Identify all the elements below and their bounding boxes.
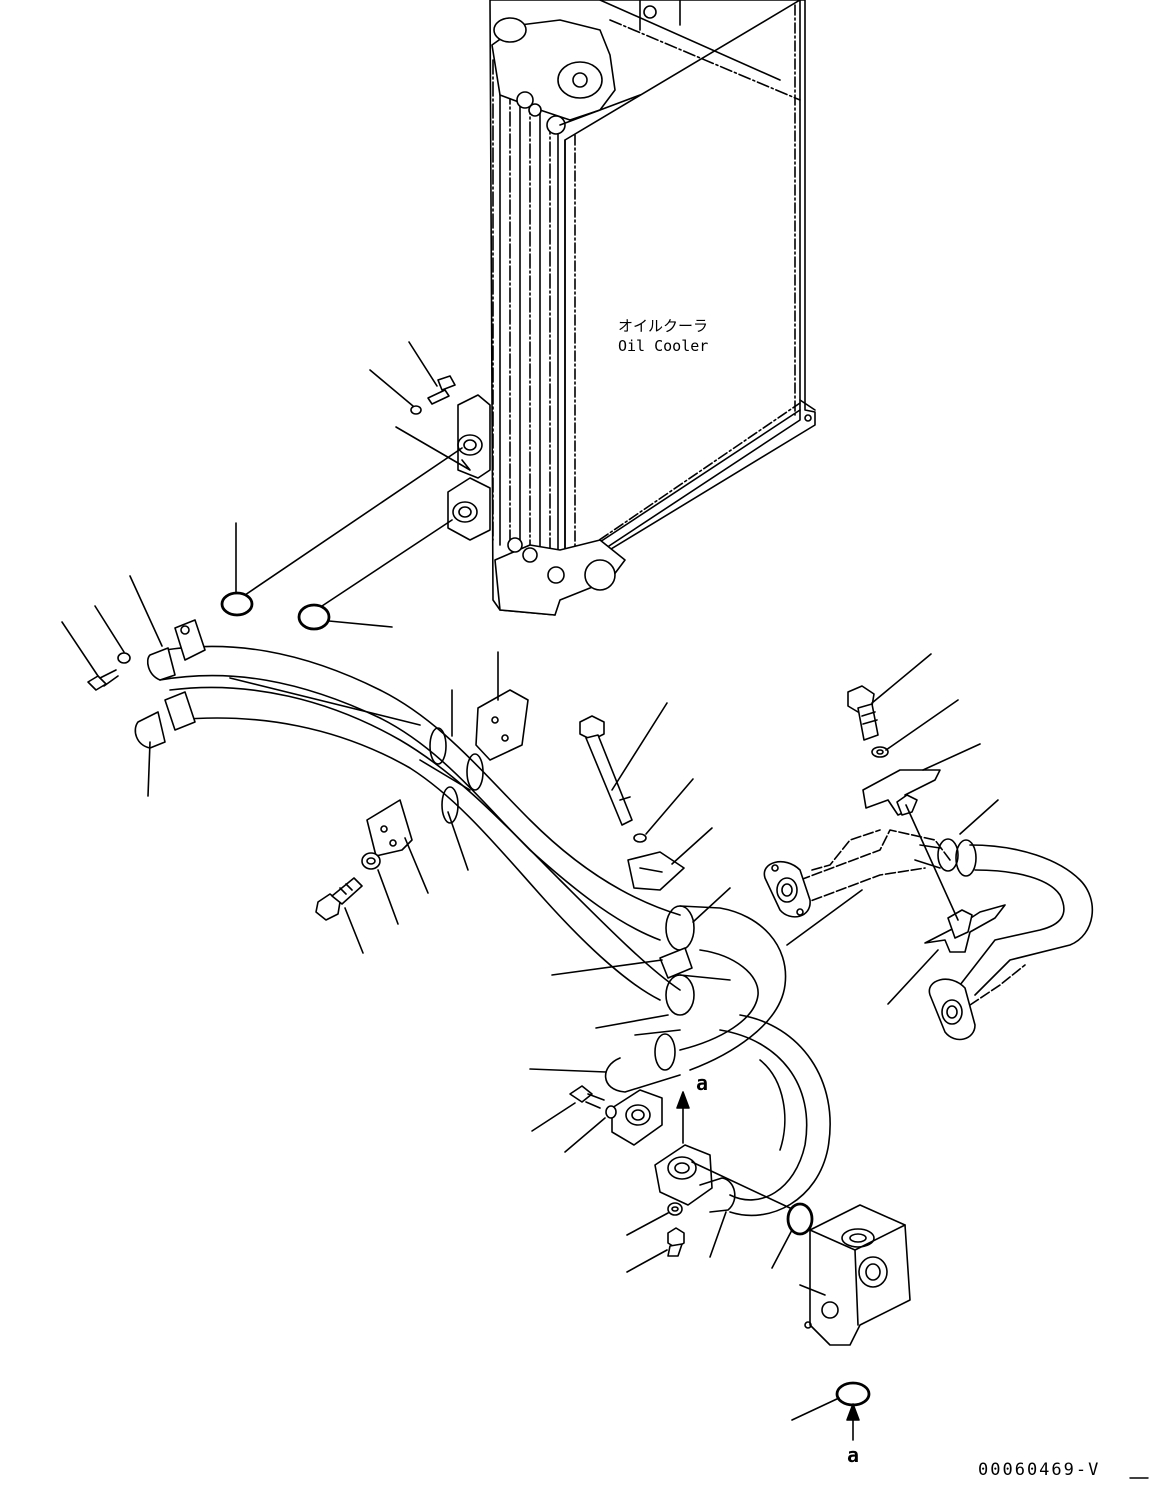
o-ring-3 — [786, 1202, 814, 1236]
clamp-right-top — [862, 769, 941, 816]
right-hose-assembly — [799, 829, 1094, 996]
clamp-bracket-top — [475, 689, 529, 761]
washer-right — [871, 746, 889, 758]
cooler-port-flange-upper — [457, 394, 491, 479]
o-ring-2 — [297, 603, 331, 631]
ref-letter-a-upper: a — [696, 1071, 708, 1095]
long-bolt — [579, 715, 633, 826]
hose-clamp-block — [659, 947, 693, 979]
valve-block — [799, 1204, 911, 1346]
flange-right-lower — [928, 964, 1026, 1041]
clamp-right-bottom — [924, 904, 1006, 953]
washer-flange-a — [605, 1105, 617, 1119]
bolt-flange-a — [569, 1085, 605, 1109]
hose-upper — [159, 645, 681, 941]
elbow-fitting — [654, 1144, 736, 1213]
hose-clamp-band — [419, 727, 484, 824]
bolt-clamp-left — [315, 877, 363, 921]
bolt-right — [847, 685, 879, 741]
cooler-port-flange-lower — [447, 477, 491, 541]
hose-elbow-connection — [604, 905, 787, 1093]
return-hose — [719, 1014, 831, 1217]
component-label-english: Oil Cooler — [618, 337, 708, 355]
ref-letter-a-lower: a — [847, 1443, 859, 1467]
arrow-a-lower — [846, 1403, 860, 1441]
flange-block-a — [611, 1089, 663, 1146]
hose-lower — [169, 677, 681, 1001]
clamp-plate-left — [366, 799, 413, 857]
flange-right-upper — [763, 860, 811, 918]
bolt-cooler-flange — [427, 375, 456, 405]
o-ring-4 — [835, 1381, 871, 1407]
flange-left-lower — [134, 691, 196, 749]
bolt-elbow — [667, 1227, 685, 1257]
component-label-japanese: オイルクーラ — [618, 317, 708, 335]
oil-cooler — [489, 0, 816, 616]
arrow-a-upper — [676, 1091, 690, 1144]
bolt-left — [87, 669, 119, 691]
washer-elbow — [667, 1202, 683, 1216]
washer-clamp-left — [361, 852, 381, 870]
o-ring-1 — [220, 591, 254, 617]
flange-left-upper — [146, 619, 206, 681]
washer-long-bolt — [633, 833, 647, 843]
spacer-clamp — [627, 851, 685, 891]
washer-cooler-flange — [410, 405, 422, 415]
washer-left — [117, 652, 131, 664]
drawing-number: 00060469-V — [978, 1460, 1100, 1480]
